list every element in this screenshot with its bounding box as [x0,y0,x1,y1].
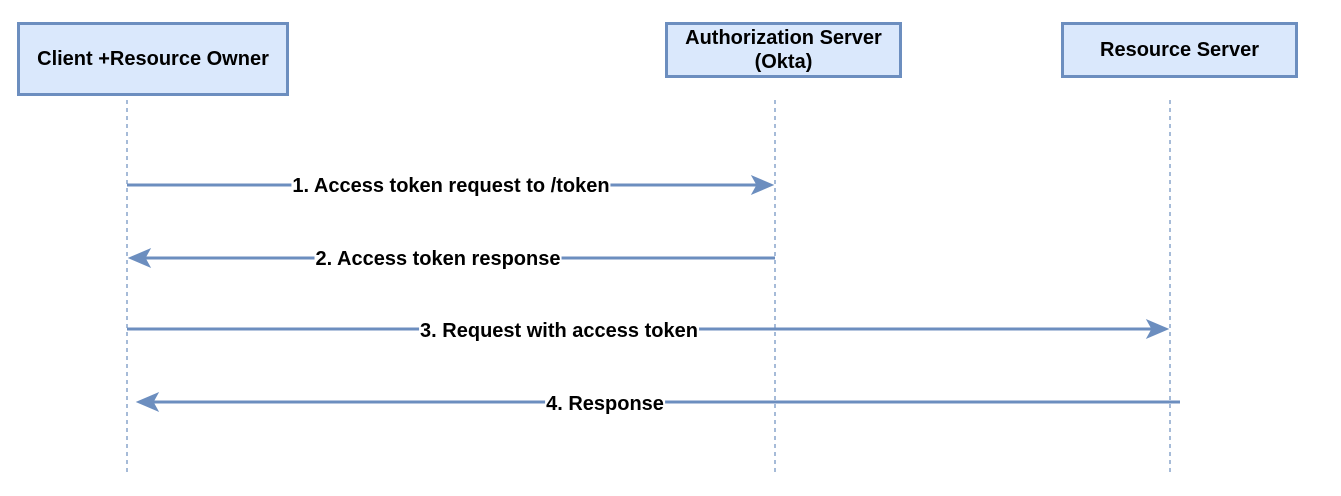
message-label-3: 3. Request with access token [419,320,699,342]
participant-authorization-server: Authorization Server (Okta) [665,22,902,78]
message-label-4: 4. Response [545,393,665,415]
participant-label: Resource Server [1100,39,1259,61]
arrowhead-right [1145,318,1170,340]
arrowhead-left [135,391,160,413]
message-label-1: 1. Access token request to /token [291,175,611,197]
participant-client-resource-owner: Client +Resource Owner [17,22,289,96]
message-arrow-4 [135,391,1180,413]
participant-label-line-2: (Okta) [754,51,813,73]
arrowhead-right [750,174,775,196]
arrowhead-left [127,247,152,269]
message-label-2: 2. Access token response [314,248,562,270]
participant-label: Client +Resource Owner [37,48,269,70]
participant-label-line-1: Authorization Server [685,27,882,49]
participant-resource-server: Resource Server [1061,22,1298,78]
